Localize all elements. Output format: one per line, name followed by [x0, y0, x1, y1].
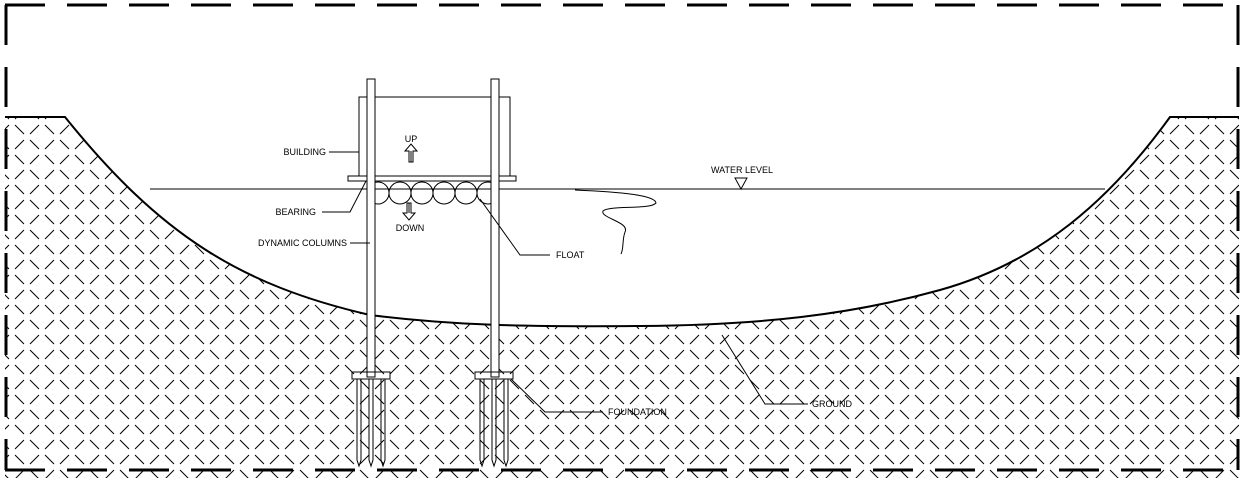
leader-lines	[322, 151, 808, 413]
water-level-marker	[734, 177, 748, 191]
down-arrow-icon	[401, 202, 417, 221]
label-float: FLOAT	[556, 250, 585, 260]
label-ground: GROUND	[812, 399, 852, 409]
label-dynamic-columns: DYNAMIC COLUMNS	[258, 238, 347, 248]
dynamic-columns	[366, 78, 500, 378]
building-box	[358, 96, 511, 177]
water-ripple	[574, 189, 657, 255]
label-bearing: BEARING	[275, 207, 316, 217]
foundation-left	[351, 371, 391, 468]
label-up: UP	[405, 134, 418, 144]
float-cylinders	[366, 181, 500, 205]
label-water-level: WATER LEVEL	[711, 165, 773, 175]
ground-hatching	[5, 117, 1239, 478]
label-down: DOWN	[396, 223, 425, 233]
up-arrow-icon	[403, 143, 419, 163]
building-platform	[347, 175, 517, 182]
ground-profile	[5, 116, 1239, 328]
label-foundation: FOUNDATION	[608, 407, 667, 417]
label-building: BUILDING	[283, 147, 326, 157]
foundation-right	[474, 371, 514, 468]
